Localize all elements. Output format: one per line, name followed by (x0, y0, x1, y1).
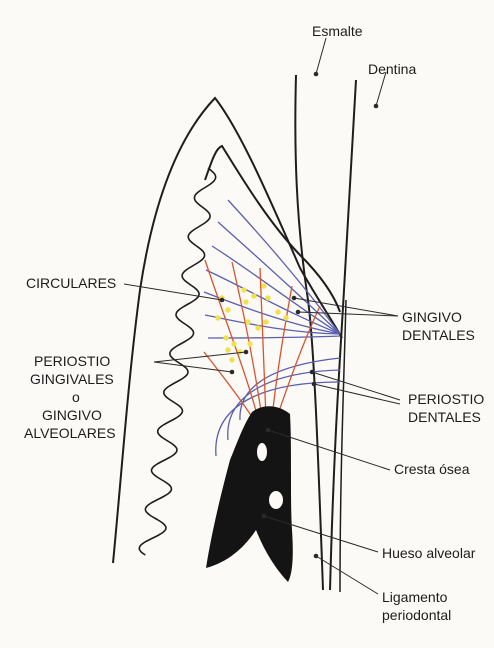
dentin-line (330, 80, 356, 590)
label-periostio-gingivales-5: ALVEOLARES (24, 425, 116, 441)
label-circulares: CIRCULARES (26, 275, 116, 291)
label-dentina: Dentina (368, 61, 416, 77)
label-gingivo-dentales-1: GINGIVO (402, 309, 462, 325)
label-periostio-dentales-1: PERIOSTIO (408, 391, 484, 407)
label-periostio-dentales-2: DENTALES (408, 409, 481, 425)
periostio-gingival-fibers (204, 260, 320, 420)
label-esmalte: Esmalte (312, 23, 363, 39)
label-gingivo-dentales-2: DENTALES (402, 327, 475, 343)
label-hueso-alveolar: Hueso alveolar (382, 545, 476, 561)
label-periostio-gingivales-1: PERIOSTIO (34, 353, 110, 369)
label-ligamento-2: periodontal (382, 607, 451, 623)
label-cresta-osea: Cresta ósea (394, 461, 470, 477)
label-periostio-gingivales-3: o (72, 389, 80, 405)
label-ligamento-1: Ligamento (382, 589, 448, 605)
label-periostio-gingivales-4: GINGIVO (42, 407, 102, 423)
label-periostio-gingivales-2: GINGIVALES (30, 371, 114, 387)
epithelial-ridges (139, 168, 215, 555)
